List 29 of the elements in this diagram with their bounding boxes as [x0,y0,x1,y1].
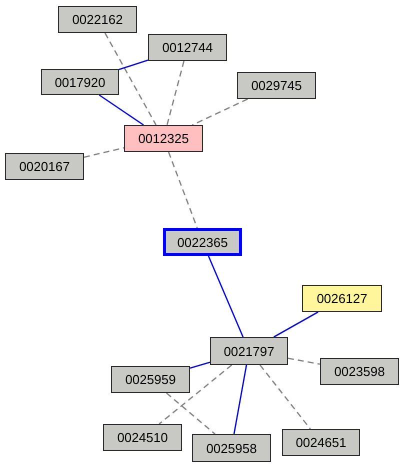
connector-line [208,256,244,338]
dashed-connector [104,32,157,126]
id-node-box: 0029745 [237,72,316,99]
dashed-connector [288,358,320,365]
connector-line [98,94,144,126]
dashed-connector [192,98,248,126]
id-node-box: 0021797 [210,337,288,365]
id-node-box: 0022162 [58,6,137,33]
id-node-box: 0024651 [282,429,360,456]
id-node-box: 0025959 [111,366,190,393]
id-node-box: 0012744 [148,34,227,61]
dashed-connector [260,364,311,430]
id-node-box: 0022365 [163,228,242,256]
dashed-connector [168,152,198,228]
id-node-box: 0024510 [103,424,182,451]
id-node-box: 0023598 [320,358,399,385]
id-node-box: 0012325 [124,125,203,152]
id-node-box: 0025958 [192,434,271,462]
connector-line [273,311,318,338]
dashed-connector [84,147,124,158]
dashed-connector [166,392,216,434]
connector-line [190,362,210,369]
dashed-connector [166,60,185,126]
id-node-box: 0026127 [302,285,382,312]
connector-line [118,60,148,70]
dashed-connector [158,364,232,424]
connector-line [233,364,248,434]
id-node-box: 0020167 [5,153,84,180]
id-node-box: 0017920 [41,69,119,95]
